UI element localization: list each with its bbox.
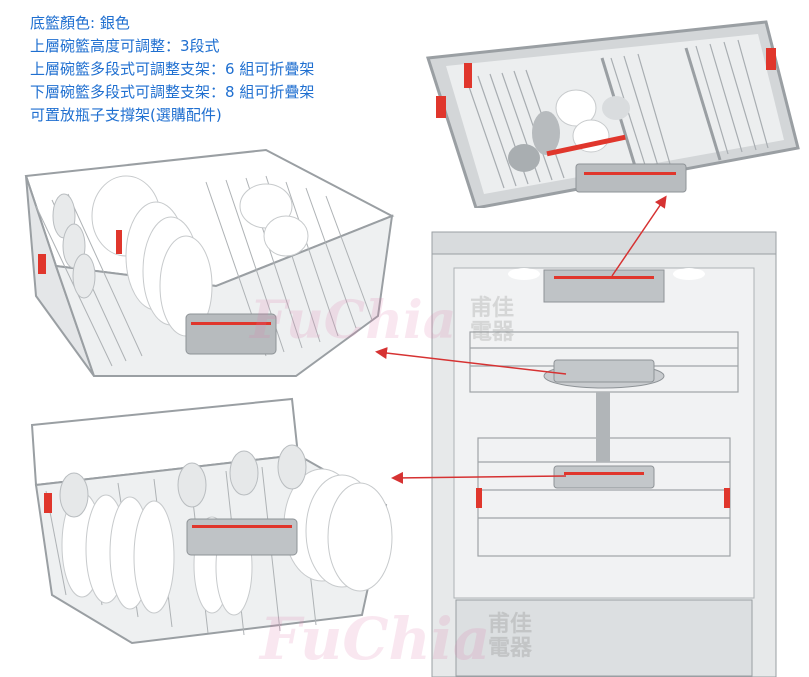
spec-basket-color: 底籃顏色: 銀色 [30,14,130,32]
arrow-to-lower [391,471,567,484]
spec-list: 底籃顏色: 銀色 上層碗籃高度可調整：3段式 上層碗籃多段式可調整支架：6 組可… [30,12,314,127]
spec-lower-racks: 下層碗籃多段式可調整支架：8 組可折疊架 [30,83,315,101]
spec-upper-height: 上層碗籃高度可調整：3段式 [30,37,220,55]
arrow-to-drawer [611,195,667,277]
lower-basket-photo [22,395,398,647]
watermark-bottom: FuChia [260,605,491,673]
spec-upper-racks: 上層碗籃多段式可調整支架：6 組可折疊架 [30,60,315,78]
watermark-middle-cn: 甫佳電器 [470,295,515,345]
spec-bottle-holder: 可置放瓶子支撐架(選購配件) [30,106,222,124]
cutlery-drawer-photo [406,8,802,208]
watermark-bottom-cn: 甫佳電器 [488,611,533,661]
watermark-middle: FuChia [250,290,457,351]
dishwasher-open-photo [424,228,784,677]
upper-basket-photo [16,146,396,381]
arrow-to-upper [375,347,567,375]
